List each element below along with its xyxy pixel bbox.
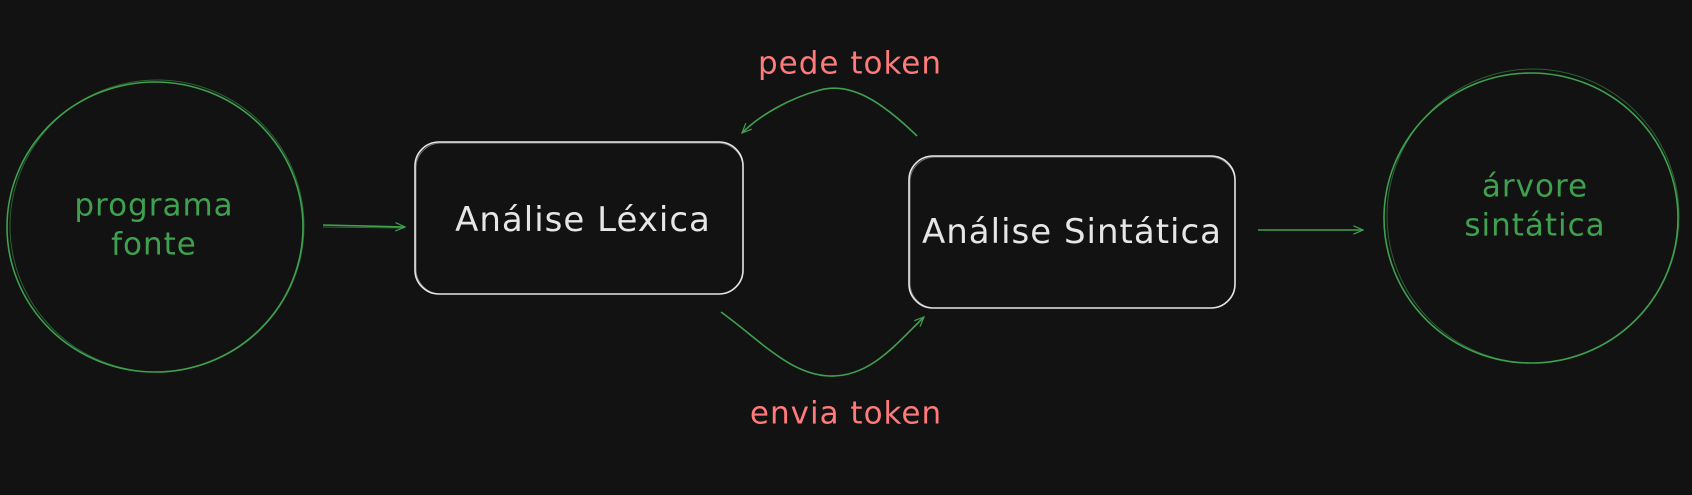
arrow-source-to-lexical	[322, 225, 405, 228]
send-token-label: envia token	[749, 395, 943, 432]
lexical-analysis-label: Análise Léxica	[455, 199, 711, 240]
syntax-tree-label-line1: árvore	[1481, 168, 1589, 205]
source-program-label-line1: programa	[74, 187, 234, 224]
source-program-label-line2: fonte	[111, 226, 197, 262]
syntax-tree-label-line2: sintática	[1464, 207, 1606, 243]
arrow-request-token	[742, 87, 918, 137]
arrow-send-token	[720, 311, 924, 377]
request-token-label: pede token	[757, 45, 943, 82]
syntax-tree-label: árvore sintática	[1464, 167, 1605, 245]
lexical-analysis-node	[414, 141, 744, 295]
syntax-analysis-label: Análise Sintática	[921, 211, 1223, 252]
source-program-node	[6, 79, 305, 373]
source-program-label: programa fonte	[74, 186, 233, 264]
syntax-tree-node	[1383, 68, 1680, 364]
syntax-analysis-node	[908, 155, 1236, 309]
